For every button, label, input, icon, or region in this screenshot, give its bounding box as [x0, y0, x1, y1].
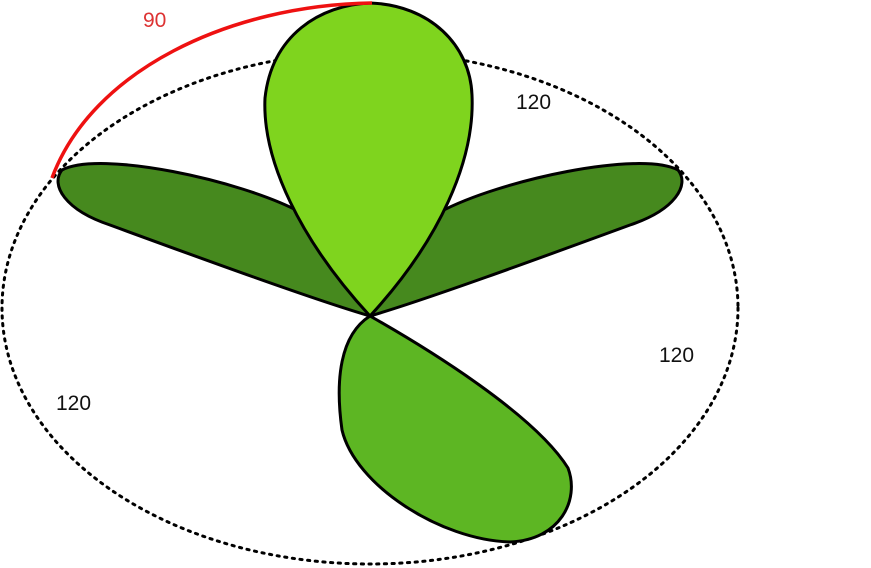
lower-left-angle-label: 120 [56, 392, 91, 415]
highlight-arc [50, 1, 373, 179]
right-angle-label: 120 [659, 344, 694, 367]
arc-angle-label: 90 [143, 9, 166, 32]
leaf-bottom [337, 314, 573, 544]
upper-right-angle-label: 120 [516, 91, 551, 114]
